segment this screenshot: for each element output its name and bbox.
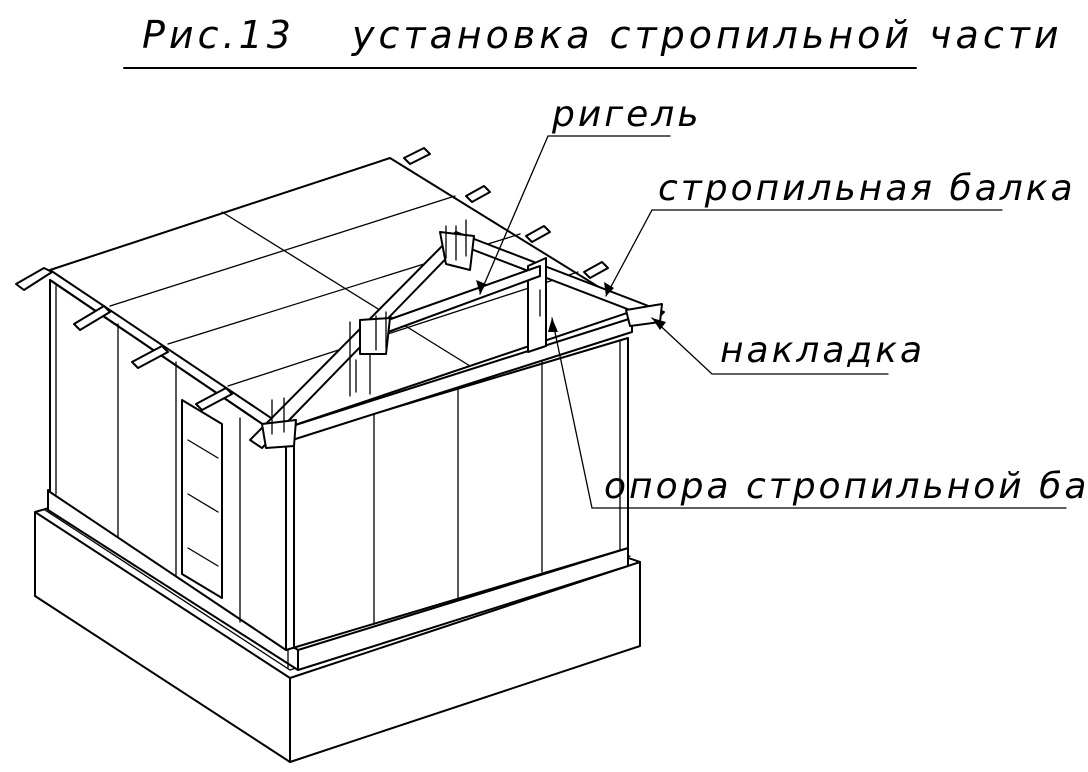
- foundation-right-face: [289, 561, 641, 763]
- deck-joint: [109, 195, 456, 307]
- sill-right-face: [297, 547, 629, 671]
- deck-joint: [227, 271, 579, 387]
- opening-shelf: [187, 439, 219, 459]
- rafter-support-post: [527, 257, 547, 353]
- joist-end: [15, 267, 53, 291]
- callout-rafter-support: опора стропильной балки: [548, 317, 1088, 509]
- joist-ends: [15, 147, 609, 411]
- callout-rafter-label: стропильная балка: [658, 168, 1076, 209]
- callout-rafter-arrowhead: [604, 282, 614, 296]
- callout-rafter-support-label: опора стропильной балки: [604, 466, 1088, 507]
- deck-front-edge: [49, 279, 287, 441]
- opening-shelf: [187, 493, 219, 513]
- joist-end: [131, 345, 169, 369]
- joist-end: [525, 225, 551, 243]
- callout-rigel-label: ригель: [551, 94, 702, 135]
- joist-end: [195, 387, 233, 411]
- joist-end: [465, 185, 491, 203]
- front-wall: [285, 317, 633, 651]
- mid-gusset: [359, 317, 391, 355]
- joist-end: [583, 261, 609, 279]
- ceiling-deck: [49, 157, 637, 441]
- callout-rafter: стропильная балка: [604, 168, 1076, 297]
- opening-shelf: [187, 547, 219, 567]
- door-opening: [181, 399, 223, 599]
- callout-overlay-label: накладка: [720, 330, 925, 371]
- callout-overlay-leader: [651, 317, 889, 375]
- callout-overlay: накладка: [651, 317, 925, 375]
- callout-rafter-support-leader: [551, 317, 1067, 509]
- figure-header: Рис.13 установка стропильной части: [123, 13, 1063, 69]
- nails: [271, 219, 541, 435]
- callout-overlay-arrowhead: [652, 318, 666, 330]
- deck-joint: [221, 211, 471, 367]
- callout-rafter-support-arrowhead: [548, 318, 558, 332]
- callout-rafter-leader: [605, 209, 1003, 297]
- callout-rigel-arrowhead: [476, 280, 486, 294]
- heel-gusset: [261, 419, 297, 449]
- figure-title: установка стропильной части: [351, 13, 1063, 57]
- joist-end: [403, 147, 431, 165]
- figure-number: Рис.13: [142, 13, 295, 57]
- callout-rigel: ригель: [476, 94, 702, 295]
- ridge-gusset: [439, 231, 475, 271]
- callout-rigel-leader: [479, 135, 671, 295]
- joist-end: [73, 305, 111, 331]
